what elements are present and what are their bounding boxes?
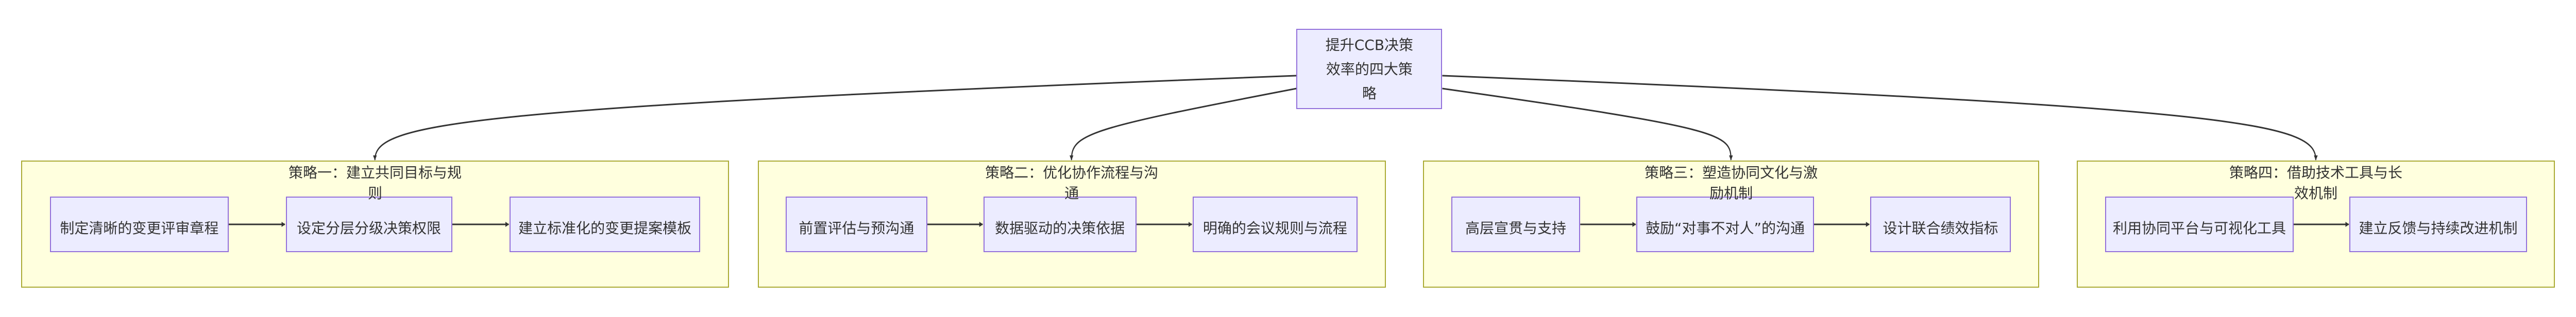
strategy-4-step-1[interactable]: 利用协同平台与可视化工具 [2105, 197, 2294, 252]
step-label: 利用协同平台与可视化工具 [2113, 219, 2286, 237]
strategy-2-step-2[interactable]: 数据驱动的决策依据 [983, 197, 1137, 252]
strategy-3-step-2[interactable]: 鼓励“对事不对人”的沟通 [1636, 197, 1814, 252]
step-label: 数据驱动的决策依据 [995, 219, 1125, 237]
step-label: 设计联合绩效指标 [1883, 219, 1998, 237]
step-label: 高层宣贯与支持 [1465, 219, 1567, 237]
step-label: 建立反馈与持续改进机制 [2359, 219, 2518, 237]
strategy-3-step-3[interactable]: 设计联合绩效指标 [1870, 197, 2011, 252]
step-label: 制定清晰的变更评审章程 [60, 219, 219, 237]
edge-root-to-strategy-1 [373, 75, 1297, 161]
root-node[interactable]: 提升CCB决策效率的四大策略 [1296, 29, 1443, 109]
edge-root-to-strategy-4 [1442, 75, 2318, 161]
strategy-1-step-3[interactable]: 建立标准化的变更提案模板 [509, 197, 701, 252]
edge-root-to-strategy-3 [1442, 87, 1733, 161]
strategy-2-step-1[interactable]: 前置评估与预沟通 [786, 197, 927, 252]
edge-root-to-strategy-2 [1070, 87, 1297, 161]
strategy-3-step-1[interactable]: 高层宣贯与支持 [1451, 197, 1581, 252]
strategy-4-step-2[interactable]: 建立反馈与持续改进机制 [2349, 197, 2527, 252]
step-label: 明确的会议规则与流程 [1202, 219, 1347, 237]
step-label: 鼓励“对事不对人”的沟通 [1645, 219, 1805, 237]
strategy-2-step-3[interactable]: 明确的会议规则与流程 [1192, 197, 1358, 252]
root-label: 提升CCB决策效率的四大策略 [1325, 36, 1414, 102]
step-label: 建立标准化的变更提案模板 [518, 219, 692, 237]
strategy-1-step-2[interactable]: 设定分层分级决策权限 [285, 197, 452, 252]
step-label: 前置评估与预沟通 [799, 219, 914, 237]
step-label: 设定分层分级决策权限 [297, 219, 442, 237]
strategy-1-step-1[interactable]: 制定清晰的变更评审章程 [49, 197, 229, 252]
